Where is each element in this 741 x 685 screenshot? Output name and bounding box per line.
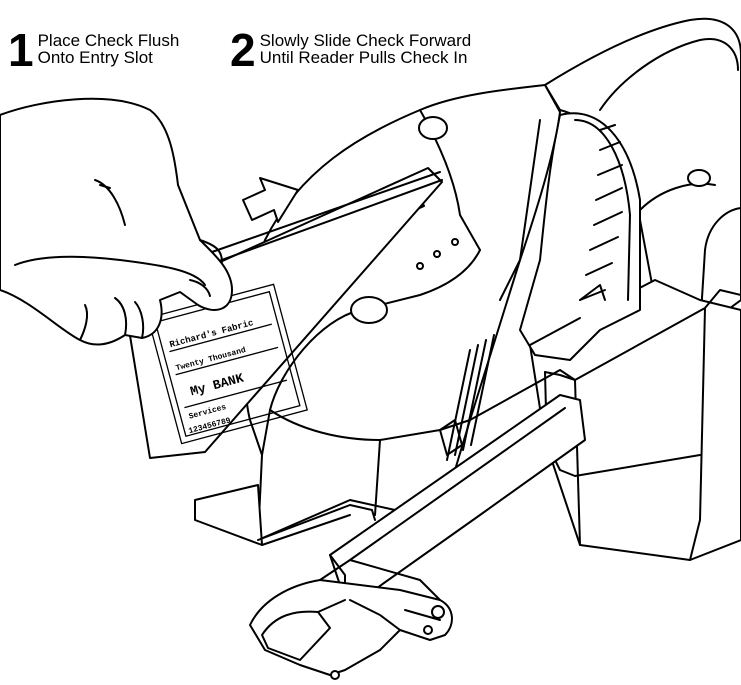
step-1-text: Place Check Flush Onto Entry Slot [38, 32, 180, 66]
scanner-center-column [520, 113, 640, 360]
step-2-instruction: 2 Slowly Slide Check Forward Until Reade… [230, 24, 472, 76]
hand-icon [0, 99, 232, 345]
step-1-line-1: Place Check Flush [37, 31, 180, 50]
step-2-number: 2 [230, 24, 256, 76]
step-2-text: Slowly Slide Check Forward Until Reader … [260, 32, 472, 66]
step-2-line-2: Until Reader Pulls Check In [259, 48, 468, 67]
step-1-line-2: Onto Entry Slot [37, 48, 153, 67]
check-document: Richard's Fabric Twenty Thousand My BANK… [125, 168, 442, 458]
scanner-foot-stand [250, 560, 452, 679]
step-2-line-1: Slowly Slide Check Forward [259, 31, 472, 50]
right-arrow-icon [243, 178, 298, 222]
step-1-number: 1 [8, 24, 34, 76]
step-1-instruction: 1 Place Check Flush Onto Entry Slot [8, 24, 180, 76]
scanner-base-left [195, 485, 375, 545]
